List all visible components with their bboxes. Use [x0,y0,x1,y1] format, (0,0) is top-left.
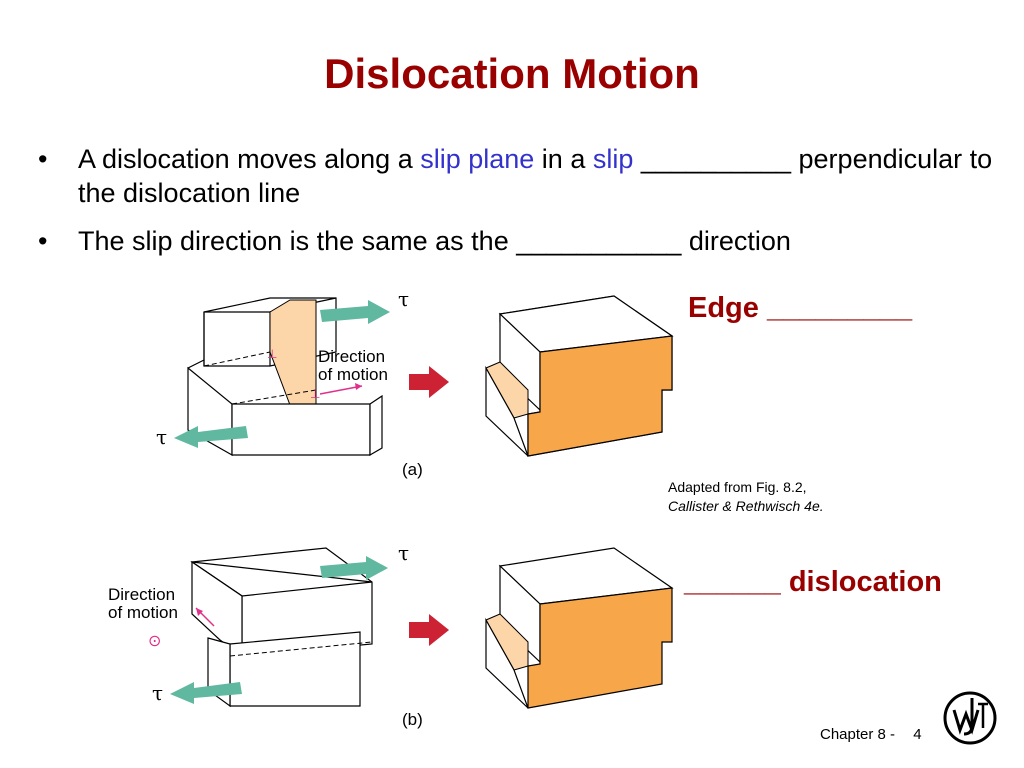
source-credit: Adapted from Fig. 8.2, Callister & Rethw… [668,478,824,516]
caption-b: (b) [402,710,423,729]
shear-arrow-icon [174,426,248,448]
shear-arrow-icon [170,682,242,704]
caption-a: (a) [402,460,423,479]
page-number: 4 [913,726,922,743]
result-face [527,587,673,709]
figure-b-crystal: ⊙ τ τ [148,541,409,708]
tau-bottom-label-b: τ [152,681,163,705]
edge-dislocation-label: Edge _________ [688,292,913,324]
source-credit-line1: Adapted from Fig. 8.2, [668,479,807,495]
bullet-1-mid: in a [534,144,593,174]
figure-a-crystal: ⊥ ⊥ τ τ [156,287,409,457]
motion-arrow-icon [409,366,449,398]
motion-arrow-icon [409,614,449,646]
bullet-item-2: • The slip direction is the same as the … [38,224,998,258]
motion-direction-line [319,385,363,395]
source-credit-line2: Callister & Rethwisch 4e. [668,498,824,514]
figure-a-result [485,295,674,457]
bullet-dot-icon: • [38,226,48,256]
footer-chapter: Chapter 8 - 4 [820,726,922,743]
bullet-list: • A dislocation moves along a slip plane… [38,142,998,272]
tau-top-label-b: τ [398,541,409,565]
chapter-label: Chapter 8 - [820,726,896,743]
slip-plane-term: slip plane [420,144,535,174]
screw-dislocation-label: ______ dislocation [684,566,942,598]
svg-text:⊙: ⊙ [148,631,161,650]
direction-line1-b: Direction [108,585,176,604]
svg-text:⊥: ⊥ [310,387,320,401]
svg-text:⊥: ⊥ [267,347,277,361]
bullet-item-1: • A dislocation moves along a slip plane… [38,142,998,210]
shear-arrow-icon [320,300,390,324]
figure-b-result [485,547,674,709]
bullet-1-pre: A dislocation moves along a [78,144,421,174]
bullet-1-post: __________ perpendicular to the dislocat… [78,144,993,208]
slide-title: Dislocation Motion [324,50,700,97]
lower-block-front [231,403,371,456]
direction-label-a: Direction of motion [318,348,388,384]
tau-bottom-label: τ [156,425,167,449]
bullet-dot-icon: • [38,144,48,174]
result-face [527,335,673,457]
tau-top-label: τ [398,287,409,311]
direction-label-b: Direction of motion [108,586,178,622]
wiley-logo-icon [943,691,997,745]
bullet-2-text: The slip direction is the same as the __… [78,226,791,256]
direction-line2-a: of motion [318,365,388,384]
direction-line2-b: of motion [108,603,178,622]
direction-line1-a: Direction [318,347,386,366]
shear-arrow-icon [320,556,388,580]
slip-term: slip [592,144,634,174]
